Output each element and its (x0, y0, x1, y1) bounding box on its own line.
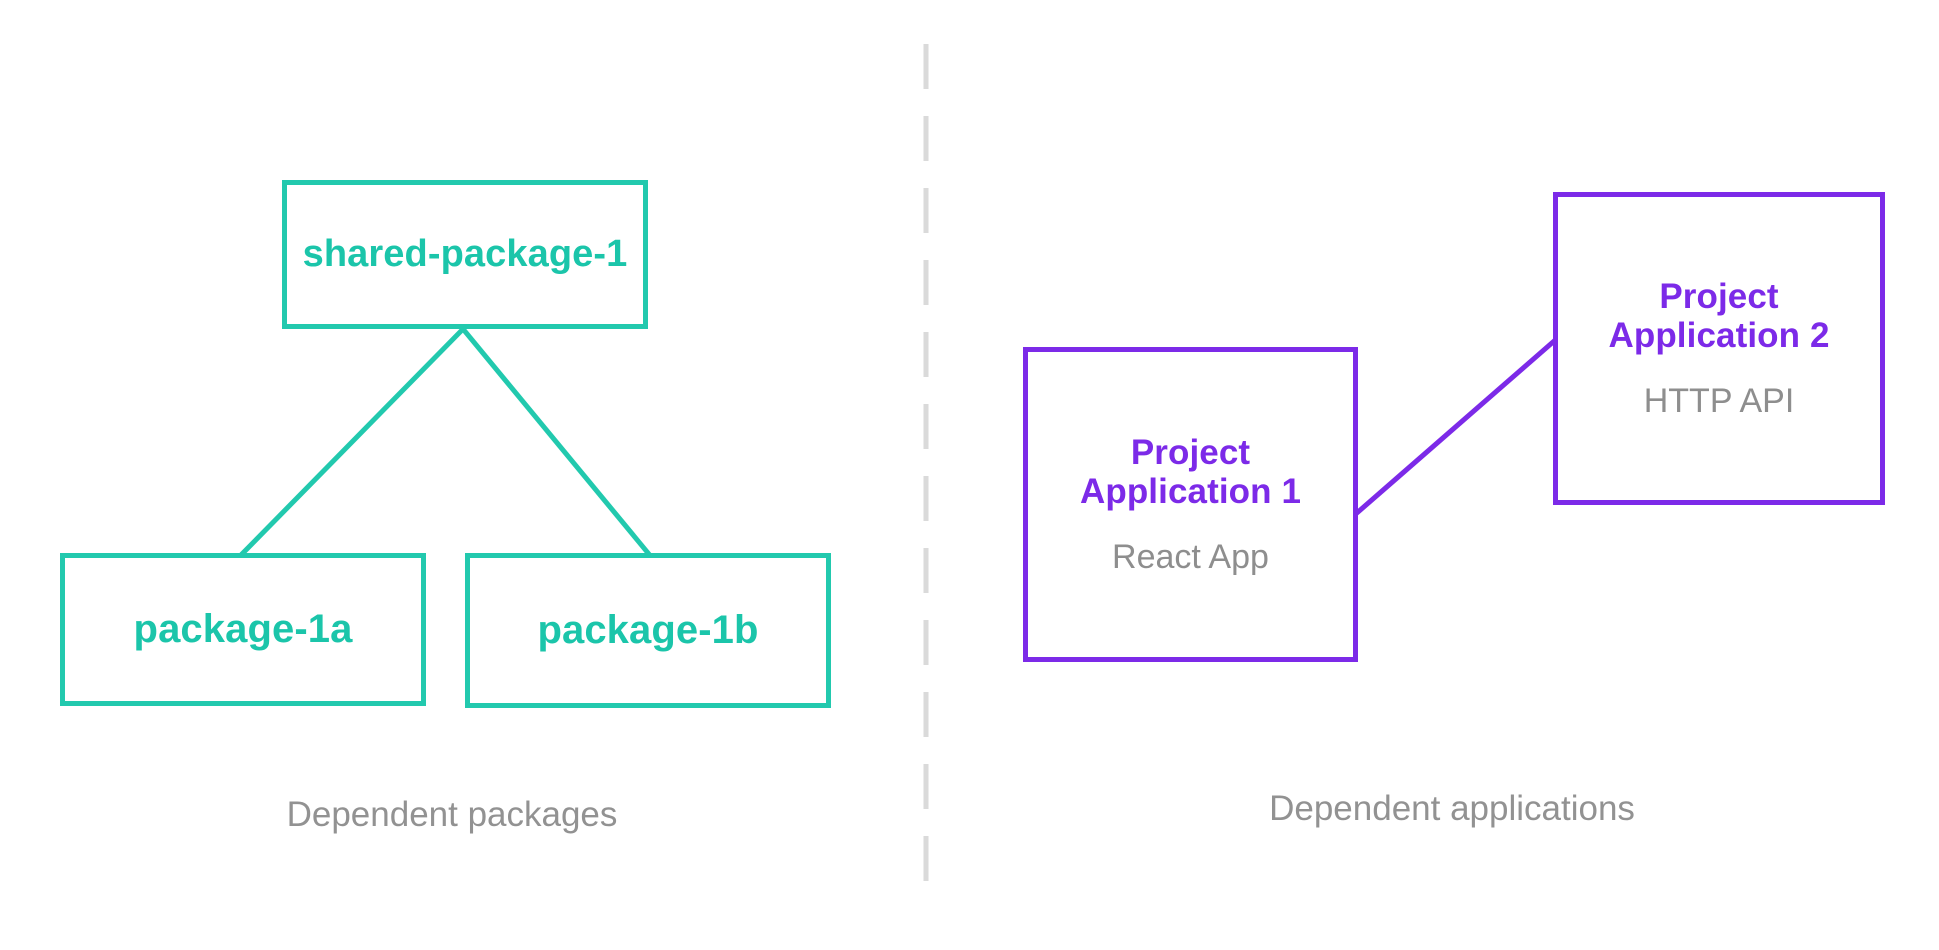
caption-dependent-applications: Dependent applications (1269, 789, 1635, 828)
node-shared-package-1[interactable]: shared-package-1 (282, 180, 648, 329)
node-package-1b-title: package-1b (537, 608, 759, 653)
caption-dependent-packages: Dependent packages (286, 795, 618, 834)
node-package-1a[interactable]: package-1a (60, 553, 426, 706)
edge-project-application-1-to-project-application-2 (1354, 338, 1557, 516)
node-project-application-2[interactable]: Project Application 2 HTTP API (1553, 192, 1885, 505)
node-package-1b[interactable]: package-1b (465, 553, 831, 708)
edge-shared-package-1-to-package-1b (459, 325, 652, 557)
node-project-application-1-title: Project Application 1 (1079, 433, 1302, 512)
node-project-application-1-subtitle: React App (1112, 537, 1269, 576)
node-project-application-1[interactable]: Project Application 1 React App (1023, 347, 1358, 662)
edge-shared-package-1-to-package-1a (239, 325, 467, 557)
node-project-application-2-subtitle: HTTP API (1643, 381, 1795, 420)
node-shared-package-1-title: shared-package-1 (302, 233, 628, 276)
node-package-1a-title: package-1a (133, 607, 353, 652)
node-project-application-2-title: Project Application 2 (1608, 277, 1830, 356)
